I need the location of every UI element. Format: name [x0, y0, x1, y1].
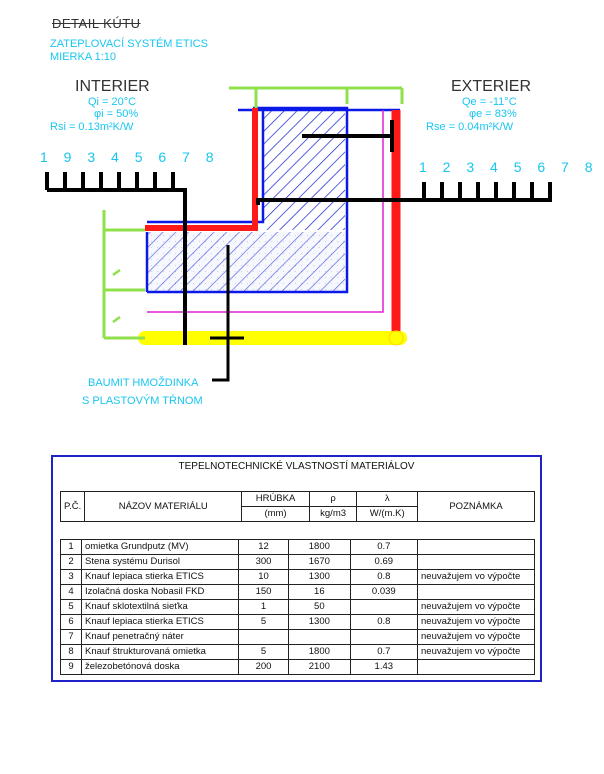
exterior-temperature: Qe = -11°C	[462, 96, 517, 108]
interior-layer-numbers: 1 9 3 4 5 6 7 8	[40, 149, 220, 165]
section-cut-lines	[47, 120, 552, 345]
exterior-layer-numbers: 1 2 3 4 5 6 7 8	[419, 159, 599, 175]
anchor-dowel	[210, 245, 244, 382]
exterior-resistance: Rse = 0.04m²K/W	[426, 121, 514, 133]
insulation-upper	[263, 108, 345, 230]
header-lambda: λ	[356, 491, 418, 507]
exterior-layer-ticks	[422, 182, 552, 200]
header-thickness-unit: (mm)	[241, 506, 310, 522]
exterior-heading: EXTERIER	[451, 78, 532, 95]
anchor-label-line2: S PLASTOVÝM TŔNOM	[82, 395, 203, 407]
header-density-unit: kg/m3	[308, 506, 358, 522]
drawing-title: DETAIL KÚTU	[52, 16, 141, 31]
header-no: P.Č.	[59, 491, 86, 522]
mesh-layer	[102, 86, 404, 340]
interior-humidity: φi = 50%	[94, 108, 139, 120]
exterior-humidity: φe = 83%	[469, 108, 517, 120]
header-name: NÁZOV MATERIÁLU	[84, 491, 243, 522]
interior-plaster-layer	[145, 108, 258, 231]
header-note: POZNÁMKA	[417, 491, 535, 522]
interior-heading: INTERIER	[75, 78, 150, 95]
anchor-label-line1: BAUMIT HMOŽDINKA	[88, 377, 199, 389]
render-layer	[147, 110, 384, 313]
materials-table: TEPELNOTECHNICKÉ VLASTNOSTÍ MATERIÁLOV P…	[51, 455, 542, 682]
header-density: ρ	[308, 491, 358, 507]
drawing-subtitle: ZATEPLOVACÍ SYSTÉM ETICS	[50, 38, 208, 50]
corner-detail-drawing	[45, 86, 552, 382]
header-lambda-unit: W/(m.K)	[356, 506, 418, 522]
interior-resistance: Rsi = 0.13m²K/W	[50, 121, 134, 133]
interior-layer-ticks	[45, 172, 175, 190]
table-title: TEPELNOTECHNICKÉ VLASTNOSTÍ MATERIÁLOV	[178, 461, 415, 472]
interior-temperature: Qi = 20°C	[88, 96, 137, 108]
table-header: P.Č. NÁZOV MATERIÁLU HRÚBKA ρ λ POZNÁMKA…	[59, 491, 535, 522]
header-thickness: HRÚBKA	[241, 491, 310, 507]
drawing-scale: MIERKA 1:10	[50, 51, 117, 63]
